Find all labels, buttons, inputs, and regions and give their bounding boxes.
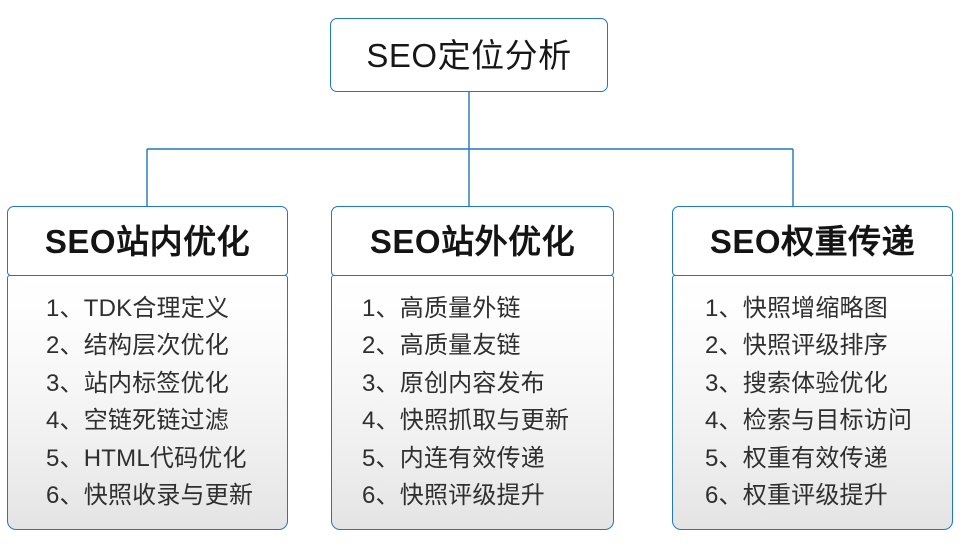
- list-item: 5、HTML代码优化: [46, 444, 247, 472]
- list-item: 3、站内标签优化: [46, 369, 229, 397]
- list-item: 6、快照收录与更新: [46, 482, 254, 510]
- list-item: 1、TDK合理定义: [46, 294, 230, 322]
- list-item: 1、快照增缩略图: [705, 294, 888, 322]
- list-item: 2、高质量友链: [362, 332, 521, 360]
- branch-header-label-1: SEO站内优化: [44, 222, 251, 260]
- list-item: 3、搜索体验优化: [705, 369, 888, 397]
- list-item: 2、结构层次优化: [46, 332, 229, 360]
- branch-column-3: SEO权重传递 1、快照增缩略图 2、快照评级排序 3、搜索体验优化 4、检索与…: [672, 206, 953, 530]
- list-item: 6、快照评级提升: [362, 482, 545, 510]
- list-item: 2、快照评级排序: [705, 332, 888, 360]
- list-item: 5、内连有效传递: [362, 444, 545, 472]
- list-item: 3、原创内容发布: [362, 369, 545, 397]
- list-item: 1、高质量外链: [362, 294, 521, 322]
- branch-header-label-2: SEO站外优化: [369, 222, 576, 260]
- list-item: 4、空链死链过滤: [46, 407, 229, 435]
- list-item: 5、权重有效传递: [705, 444, 888, 472]
- branch-column-1: SEO站内优化 1、TDK合理定义 2、结构层次优化 3、站内标签优化 4、空链…: [7, 206, 288, 530]
- list-item: 4、检索与目标访问: [705, 407, 913, 435]
- branch-item-list-2: 1、高质量外链 2、高质量友链 3、原创内容发布 4、快照抓取与更新 5、内连有…: [332, 290, 613, 515]
- branch-header-label-3: SEO权重传递: [709, 222, 916, 260]
- branch-body-1: 1、TDK合理定义 2、结构层次优化 3、站内标签优化 4、空链死链过滤 5、H…: [7, 274, 288, 530]
- branch-header-2[interactable]: SEO站外优化: [331, 206, 614, 276]
- branch-header-1[interactable]: SEO站内优化: [7, 206, 288, 276]
- branch-column-2: SEO站外优化 1、高质量外链 2、高质量友链 3、原创内容发布 4、快照抓取与…: [331, 206, 614, 530]
- branch-body-2: 1、高质量外链 2、高质量友链 3、原创内容发布 4、快照抓取与更新 5、内连有…: [331, 274, 614, 530]
- list-item: 4、快照抓取与更新: [362, 407, 570, 435]
- list-item: 6、权重评级提升: [705, 482, 888, 510]
- branch-body-3: 1、快照增缩略图 2、快照评级排序 3、搜索体验优化 4、检索与目标访问 5、权…: [672, 274, 953, 530]
- root-node-title: SEO定位分析: [366, 36, 572, 74]
- branch-header-3[interactable]: SEO权重传递: [672, 206, 953, 276]
- branch-item-list-1: 1、TDK合理定义 2、结构层次优化 3、站内标签优化 4、空链死链过滤 5、H…: [8, 290, 287, 515]
- root-node[interactable]: SEO定位分析: [330, 18, 608, 92]
- branch-item-list-3: 1、快照增缩略图 2、快照评级排序 3、搜索体验优化 4、检索与目标访问 5、权…: [673, 290, 952, 515]
